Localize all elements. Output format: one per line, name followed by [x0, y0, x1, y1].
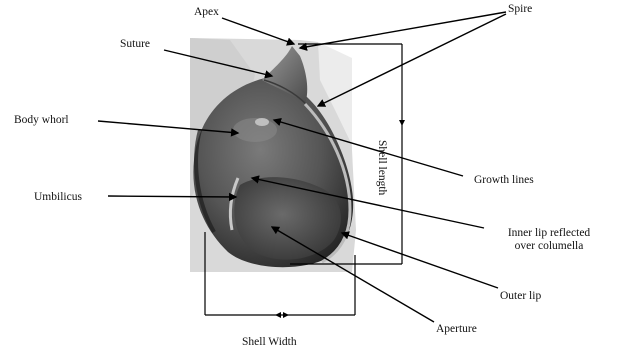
shell-length-tick [399, 120, 405, 126]
label-shell-width: Shell Width [242, 336, 297, 349]
label-aperture: Aperture [436, 323, 477, 336]
label-suture: Suture [120, 38, 150, 51]
label-apex: Apex [194, 6, 219, 19]
umbilicus-leader [108, 196, 236, 197]
label-inner-lip: Inner lip reflected over columella [484, 227, 614, 253]
label-body-whorl: Body whorl [14, 114, 69, 127]
label-outer-lip: Outer lip [500, 290, 541, 303]
label-spire: Spire [508, 3, 532, 16]
label-inner-lip-line1: Inner lip reflected [484, 227, 614, 240]
outer-lip-leader [342, 233, 498, 288]
label-umbilicus: Umbilicus [34, 191, 82, 204]
spire-leader-1 [300, 12, 506, 48]
label-inner-lip-line2: over columella [484, 240, 614, 253]
label-growth-lines: Growth lines [474, 174, 534, 187]
label-shell-length: Shell length [376, 140, 388, 195]
